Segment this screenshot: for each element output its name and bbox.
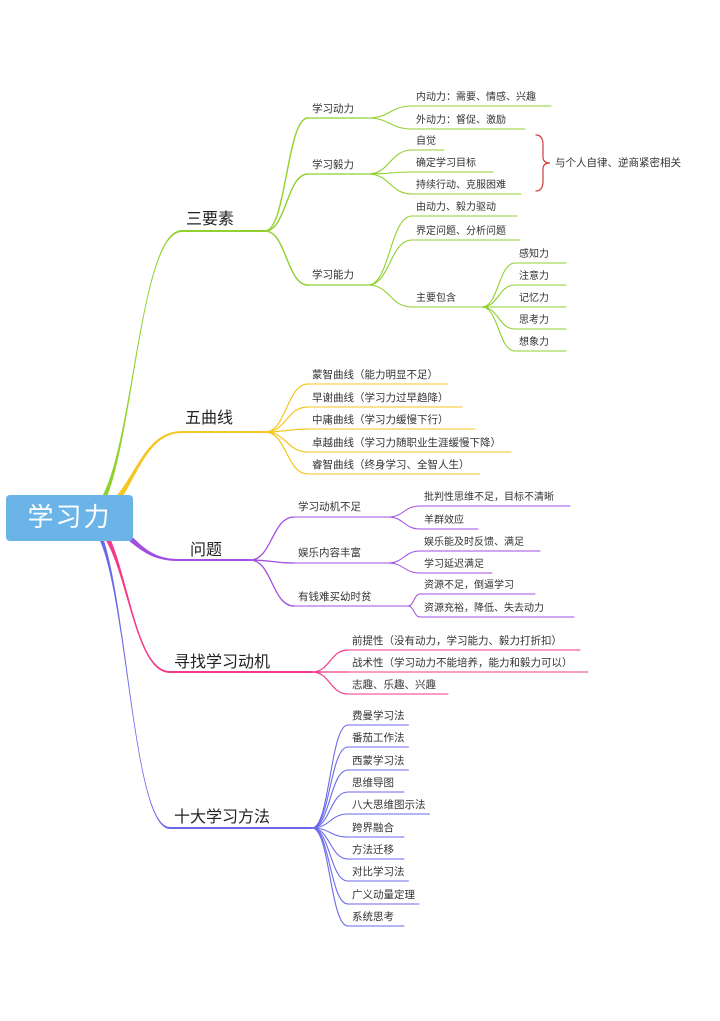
l2-connector-1-1 [264,406,309,433]
leaf-connector-0-2-2 [367,284,413,308]
branch-3-label[interactable]: 寻找学习动机 [174,652,271,671]
leaf-0-2-2-3[interactable]: 思考力 [519,315,549,326]
leaf-connector-2-2-1 [407,605,421,618]
leaf-connector-0-2-2-3 [481,306,516,330]
topic-4-7[interactable]: 对比学习法 [352,866,405,878]
l2-connector-2-0 [249,516,295,561]
branch-0-label[interactable]: 三要素 [186,209,235,228]
branch-connector-1 [84,431,182,524]
topic-2-0[interactable]: 学习动机不足 [298,501,361,513]
leaf-0-2-2-4[interactable]: 想象力 [519,337,549,348]
topic-0-0[interactable]: 学习动力 [312,103,354,115]
leaf-connector-0-2-0 [367,215,413,286]
topic-0-2[interactable]: 学习能力 [312,269,354,281]
topic-4-2[interactable]: 西蒙学习法 [352,755,405,767]
leaf-0-2-2-0[interactable]: 感知力 [519,249,549,260]
leaf-connector-0-2-1 [367,239,413,286]
leaf-connector-2-1-1 [387,562,421,574]
bracket [535,134,551,192]
leaf-connector-0-1-2 [367,173,413,195]
topic-1-0[interactable]: 蒙智曲线（能力明显不足） [312,369,438,381]
topic-4-9[interactable]: 系统思考 [352,911,394,923]
leaf-0-2-2-1[interactable]: 注意力 [519,271,549,282]
l2-connector-2-1 [249,559,295,564]
l2-connector-1-0 [264,383,309,433]
leaf-0-0-1[interactable]: 外动力：督促、激励 [416,115,506,126]
topic-0-1[interactable]: 学习毅力 [312,159,354,171]
leaf-0-2-1[interactable]: 界定问题、分析问题 [416,226,506,237]
leaf-0-0-0[interactable]: 内动力：需要、情感、兴趣 [416,92,536,103]
leaf-0-1-0[interactable]: 自觉 [416,136,436,147]
leaf-connector-2-0-0 [387,505,421,518]
leaf-2-1-0[interactable]: 娱乐能及时反馈、满足 [424,537,524,548]
leaf-2-0-0[interactable]: 批判性思维不足，目标不清晰 [424,492,554,503]
root-node[interactable]: 学习力 [6,495,133,541]
branch-connector-4 [84,512,170,829]
leaf-0-1-2[interactable]: 持续行动、克服困难 [416,180,506,191]
leaf-0-1-1[interactable]: 确定学习目标 [416,158,476,169]
l2-connector-1-4 [264,431,309,475]
bracket-note[interactable]: 与个人自律、逆商紧密相关 [555,157,681,169]
leaf-connector-0-2-2-0 [481,262,516,308]
topic-3-0[interactable]: 前提性（没有动力，学习能力、毅力打折扣） [352,635,562,647]
leaf-connector-2-1-0 [387,550,421,564]
leaf-0-2-0[interactable]: 由动力、毅力驱动 [416,202,496,213]
leaf-connector-0-0-0 [367,105,413,119]
topic-1-3[interactable]: 卓越曲线（学习力随职业生涯缓慢下降） [312,437,501,449]
branch-4-label[interactable]: 十大学习方法 [174,807,271,826]
topic-3-1[interactable]: 战术性（学习动力不能培养，能力和毅力可以） [352,657,573,669]
leaf-2-2-0[interactable]: 资源不足，倒逼学习 [424,580,514,591]
branch-connector-0 [84,230,182,524]
l2-connector-4-8 [311,827,349,905]
topic-4-5[interactable]: 跨界融合 [352,822,394,834]
leaf-connector-0-0-1 [367,117,413,130]
topic-4-6[interactable]: 方法迁移 [352,844,394,856]
leaf-connector-0-1-0 [367,149,413,175]
topic-1-1[interactable]: 早谢曲线（学习力过早趋降） [312,392,449,404]
topic-4-3[interactable]: 思维导图 [352,777,394,789]
topic-4-8[interactable]: 广义动量定理 [352,889,415,901]
leaf-0-2-2[interactable]: 主要包含 [416,293,456,304]
l2-connector-0-0 [264,117,309,232]
topic-4-0[interactable]: 费曼学习法 [352,710,405,722]
l2-connector-4-0 [311,724,349,829]
branch-1-label[interactable]: 五曲线 [185,408,234,427]
leaf-connector-2-0-1 [387,516,421,530]
l2-connector-4-1 [311,746,349,829]
l2-connector-0-2 [264,230,309,286]
l2-connector-3-2 [311,671,349,695]
branch-2-label[interactable]: 问题 [190,540,223,559]
topic-1-4[interactable]: 睿智曲线（终身学习、全智人生） [312,459,470,471]
leaf-2-2-1[interactable]: 资源充裕，降低、失去动力 [424,603,544,614]
l2-connector-2-2 [249,559,295,607]
topic-2-2[interactable]: 有钱难买幼时贫 [298,591,372,603]
leaf-2-0-1[interactable]: 羊群效应 [424,515,464,526]
leaf-0-2-2-2[interactable]: 记忆力 [519,293,549,304]
l2-connector-1-3 [264,431,309,453]
leaf-2-1-1[interactable]: 学习延迟满足 [424,559,484,570]
l2-connector-0-1 [264,173,309,232]
leaf-connector-2-2-0 [407,593,421,607]
topic-3-2[interactable]: 志趣、乐趣、兴趣 [352,679,436,691]
topic-4-4[interactable]: 八大思维图示法 [352,799,426,811]
l2-connector-4-7 [311,827,349,882]
branch-connector-3 [84,512,170,673]
topic-4-1[interactable]: 番茄工作法 [352,732,405,744]
l2-connector-4-9 [311,827,349,927]
topic-1-2[interactable]: 中庸曲线（学习力缓慢下行） [312,414,449,426]
l2-connector-4-3 [311,791,349,829]
topic-2-1[interactable]: 娱乐内容丰富 [298,547,361,559]
leaf-connector-0-2-2-1 [481,284,516,308]
l2-connector-4-4 [311,813,349,829]
leaf-connector-0-2-2-4 [481,306,516,352]
l2-connector-3-0 [311,649,349,673]
